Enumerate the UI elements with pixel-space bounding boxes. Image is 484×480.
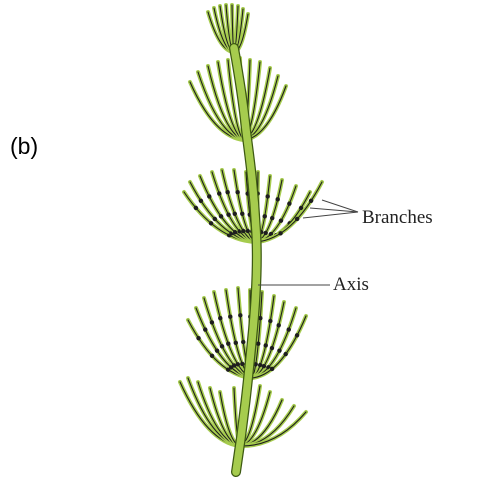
branch-node-dot xyxy=(246,229,250,233)
branch-node-dot xyxy=(210,320,214,324)
branch-node-dot xyxy=(268,319,272,323)
branch-node-dot xyxy=(196,336,200,340)
branches-leader-line xyxy=(303,212,358,218)
branch-node-dot xyxy=(241,229,245,233)
branch-node-dot xyxy=(309,199,313,203)
axis-label: Axis xyxy=(333,274,369,295)
branch-node-dot xyxy=(270,216,274,220)
branch-node-dot xyxy=(213,217,217,221)
branch-node-dot xyxy=(215,348,219,352)
branches-label: Branches xyxy=(362,207,433,228)
branch-node-dot xyxy=(226,342,230,346)
branch-node-dot xyxy=(295,217,299,221)
branch-node-dot xyxy=(263,231,267,235)
branch-node-dot xyxy=(225,190,229,194)
branch-node-dot xyxy=(218,316,222,320)
branch-node-dot xyxy=(219,214,223,218)
branch-node-dot xyxy=(210,354,214,358)
branch-whorl xyxy=(208,5,248,52)
branch-node-dot xyxy=(279,218,283,222)
branch-node-dot xyxy=(220,344,224,348)
branch-node-dot xyxy=(263,214,267,218)
branch-node-dot xyxy=(235,190,239,194)
branch-node-dot xyxy=(277,323,281,327)
branch-node-dot xyxy=(295,333,299,337)
branch-node-dot xyxy=(270,367,274,371)
branch-node-dot xyxy=(234,341,238,345)
branch-node-dot xyxy=(240,362,244,366)
branch-node-dot xyxy=(240,212,244,216)
branch-node-dot xyxy=(236,362,240,366)
branch-node-dot xyxy=(233,212,237,216)
branch-node-dot xyxy=(287,201,291,205)
branch-node-dot xyxy=(264,343,268,347)
branch-node-dot xyxy=(276,197,280,201)
branch-node-dot xyxy=(283,352,287,356)
branch-node-dot xyxy=(228,315,232,319)
branch-node-dot xyxy=(207,194,211,198)
branch-node-dot xyxy=(199,199,203,203)
branch-node-dot xyxy=(194,206,198,210)
branch-node-dot xyxy=(238,313,242,317)
branch-node-dot xyxy=(217,191,221,195)
branch-node-dot xyxy=(287,327,291,331)
branch-node-dot xyxy=(277,348,281,352)
branch-node-dot xyxy=(226,212,230,216)
branch-node-dot xyxy=(265,194,269,198)
branch-node-dot xyxy=(203,327,207,331)
branch-node-dot xyxy=(270,346,274,350)
branch-node-dot xyxy=(241,340,245,344)
branch-node-dot xyxy=(209,221,213,225)
branch-node-dot xyxy=(278,231,282,235)
